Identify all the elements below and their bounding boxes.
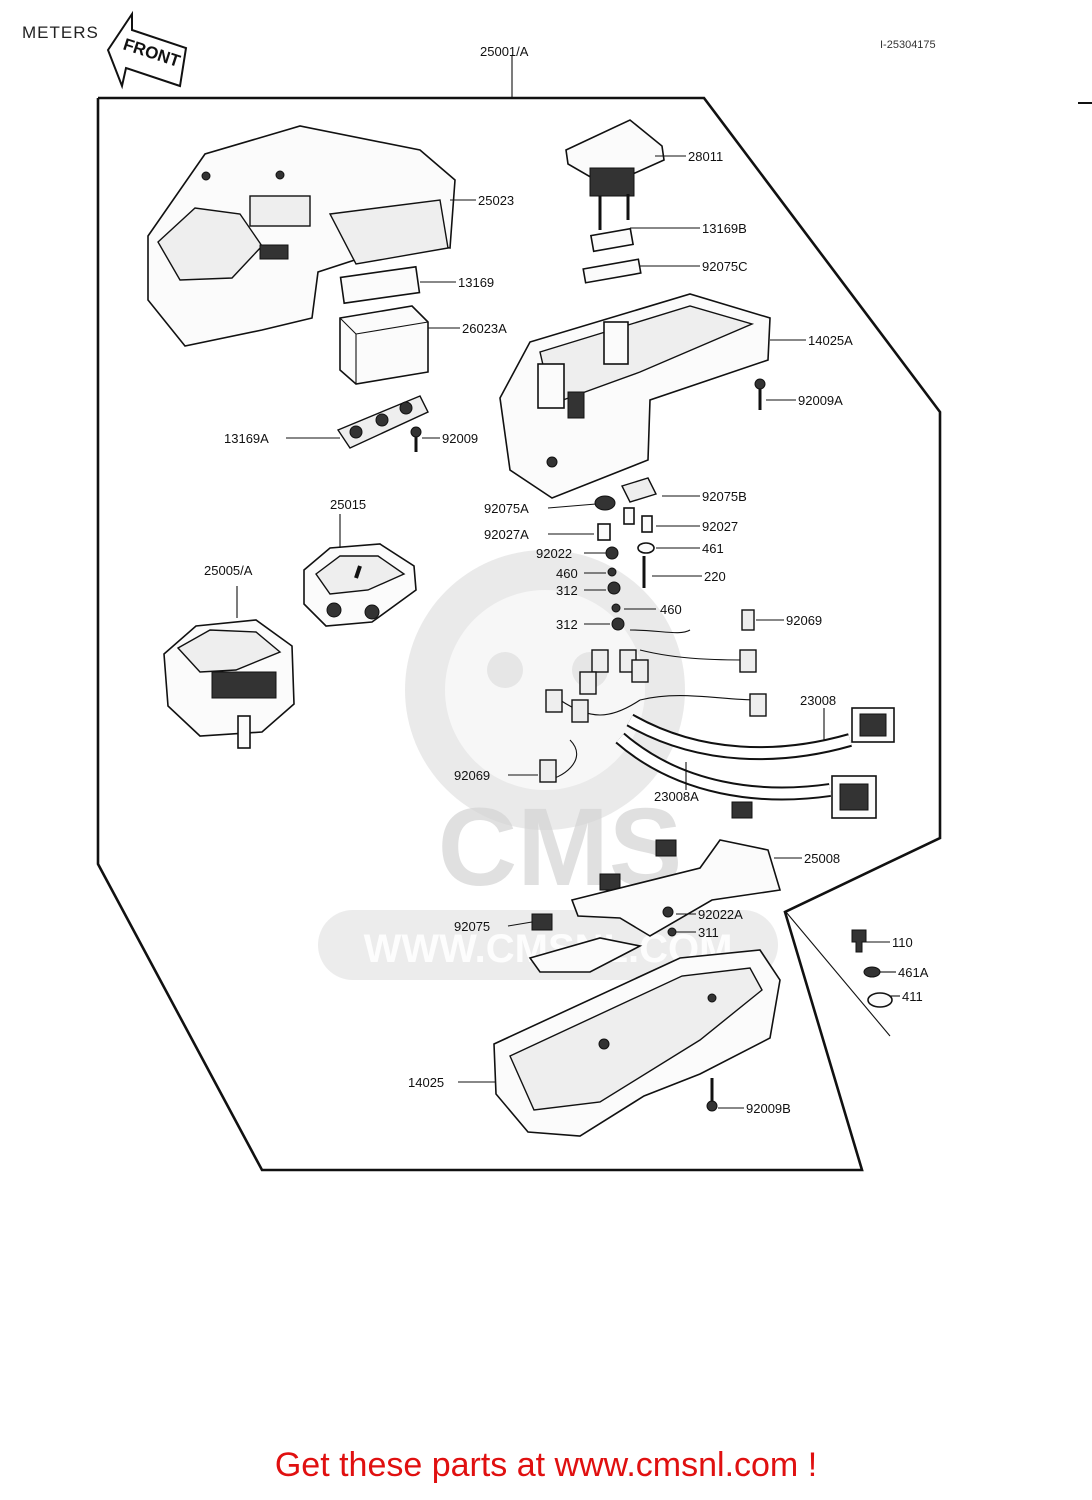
label-220: 220 bbox=[704, 569, 726, 584]
label-92027A: 92027A bbox=[484, 527, 529, 542]
gasket-13169 bbox=[339, 265, 421, 305]
wiring-harness bbox=[539, 609, 895, 819]
label-25005A: 25005/A bbox=[204, 563, 253, 578]
label-311: 311 bbox=[698, 925, 719, 940]
footer-promo: Get these parts at www.cmsnl.com ! bbox=[274, 1446, 818, 1484]
label-25023: 25023 bbox=[478, 193, 514, 208]
label-92075B: 92075B bbox=[702, 489, 747, 504]
label-92022A: 92022A bbox=[698, 907, 743, 922]
socket-plate bbox=[336, 395, 429, 449]
diagram-code: I-25304175 bbox=[880, 39, 936, 51]
label-13169B: 13169B bbox=[702, 221, 747, 236]
label-23008A: 23008A bbox=[654, 789, 699, 804]
label-92009B: 92009B bbox=[746, 1101, 791, 1116]
fastener-set bbox=[785, 911, 893, 1037]
label-25015: 25015 bbox=[330, 497, 366, 512]
meter-case-upper bbox=[499, 293, 771, 499]
indicator-box bbox=[339, 305, 429, 385]
bracket-28011 bbox=[565, 119, 665, 230]
label-460-lower: 460 bbox=[660, 602, 682, 617]
label-13169: 13169 bbox=[458, 275, 494, 290]
label-312-lower: 312 bbox=[556, 617, 578, 632]
bottom-cover bbox=[493, 949, 781, 1137]
bracket-25008 bbox=[528, 839, 782, 973]
label-26023A: 26023A bbox=[462, 321, 507, 336]
screw-92009B bbox=[706, 1078, 718, 1112]
label-92022: 92022 bbox=[536, 546, 572, 561]
label-14025A: 14025A bbox=[808, 333, 853, 348]
label-14025: 14025 bbox=[408, 1075, 444, 1090]
label-411: 411 bbox=[902, 989, 923, 1004]
label-92069-upper: 92069 bbox=[786, 613, 822, 628]
label-92075A: 92075A bbox=[484, 501, 529, 516]
front-arrow-icon: FRONT bbox=[106, 10, 188, 90]
label-461: 461 bbox=[702, 541, 724, 556]
label-312-upper: 312 bbox=[556, 583, 578, 598]
hardware-stack bbox=[594, 477, 657, 631]
label-92009A: 92009A bbox=[798, 393, 843, 408]
page-title: METERS bbox=[22, 23, 99, 42]
meter-housing bbox=[147, 125, 456, 347]
label-92009: 92009 bbox=[442, 431, 478, 446]
part-labels: 25001/A 28011 25023 13169B 92075C 13169 … bbox=[204, 44, 929, 1116]
label-25001A: 25001/A bbox=[480, 44, 529, 59]
gauge-25015 bbox=[303, 543, 417, 627]
screw-92009A bbox=[754, 378, 766, 410]
screw-92009 bbox=[410, 426, 422, 452]
label-461A: 461A bbox=[898, 965, 929, 980]
bulb-sockets bbox=[539, 609, 767, 783]
label-92075: 92075 bbox=[454, 919, 490, 934]
leader-lines bbox=[286, 155, 900, 1109]
label-13169A: 13169A bbox=[224, 431, 269, 446]
label-92075C: 92075C bbox=[702, 259, 748, 274]
plate-13169B bbox=[589, 227, 635, 253]
label-23008: 23008 bbox=[800, 693, 836, 708]
label-460-upper: 460 bbox=[556, 566, 578, 581]
label-110: 110 bbox=[892, 935, 913, 950]
gauge-25005A bbox=[163, 586, 295, 749]
label-25008: 25008 bbox=[804, 851, 840, 866]
assembly-frame bbox=[96, 96, 942, 1172]
label-92027: 92027 bbox=[702, 519, 738, 534]
label-28011: 28011 bbox=[688, 149, 723, 164]
label-92069-lower: 92069 bbox=[454, 768, 490, 783]
grommets bbox=[531, 801, 753, 931]
plate-92075C bbox=[582, 258, 642, 284]
